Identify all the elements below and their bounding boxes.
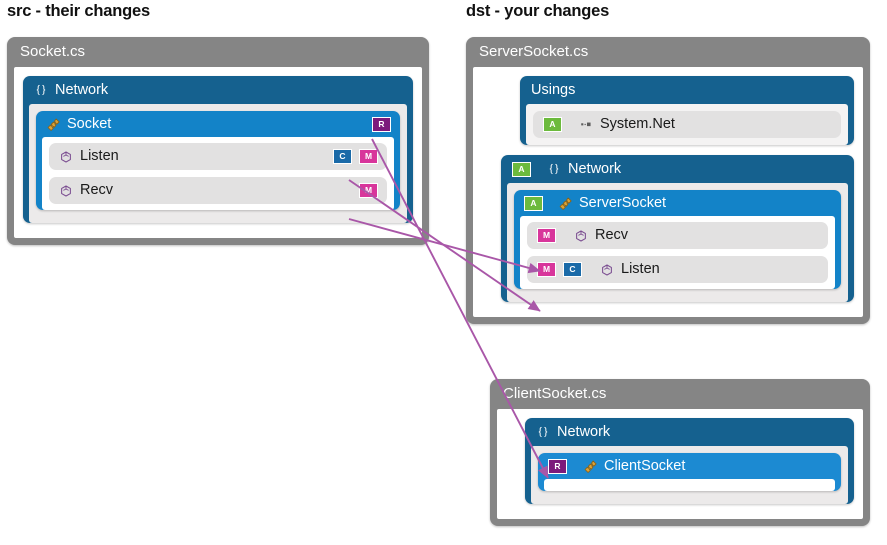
member-row-listen[interactable]: Listen C M (49, 143, 387, 170)
member-name: Recv (595, 227, 629, 243)
badge-changed-content[interactable]: C (563, 262, 582, 277)
file-name-label: ClientSocket.cs (503, 385, 607, 402)
usings-body: A System.Net (526, 104, 848, 145)
file-card-serversocket-cs[interactable]: ServerSocket.cs Usings A (466, 37, 870, 324)
namespace-block-network[interactable]: Network R ClientSocket (525, 418, 854, 504)
namespace-icon (34, 83, 48, 97)
file-body: Network Socket R (14, 67, 422, 238)
namespace-header[interactable]: Network (23, 76, 413, 104)
badge-added[interactable]: A (512, 161, 531, 177)
namespace-body: R ClientSocket (531, 446, 848, 504)
class-header[interactable]: R ClientSocket (538, 453, 841, 479)
badge-modified[interactable]: M (537, 262, 556, 277)
badge-modified[interactable]: M (359, 183, 378, 198)
src-column-title: src - their changes (7, 2, 150, 20)
namespace-icon (536, 425, 550, 439)
file-name-label: ServerSocket.cs (479, 43, 589, 60)
namespace-name: Network (55, 82, 109, 98)
using-name: System.Net (600, 116, 675, 132)
usings-header[interactable]: Usings (520, 76, 854, 104)
namespace-body: A ServerSocket (507, 183, 848, 302)
namespace-name: Network (568, 161, 622, 177)
dst-column-title: dst - your changes (466, 2, 610, 20)
class-icon (46, 117, 61, 132)
badge-renamed[interactable]: R (372, 116, 391, 132)
method-icon (59, 150, 73, 164)
class-name: ClientSocket (604, 458, 686, 474)
file-body: Network R ClientSocket (497, 409, 863, 519)
member-row-recv[interactable]: Recv M (49, 177, 387, 204)
member-name: Recv (80, 182, 114, 198)
class-block-serversocket[interactable]: A ServerSocket (514, 190, 841, 289)
namespace-icon (547, 162, 561, 176)
member-row-recv[interactable]: M Recv (527, 222, 828, 249)
namespace-header[interactable]: A Network (501, 155, 854, 183)
file-body: Usings A System.Net (473, 67, 863, 317)
usings-title: Usings (531, 82, 576, 98)
badge-modified[interactable]: M (537, 228, 556, 243)
class-block-socket[interactable]: Socket R (36, 111, 400, 210)
member-name: Listen (80, 148, 119, 164)
badge-renamed[interactable]: R (548, 458, 567, 474)
file-name-label: Socket.cs (20, 43, 86, 60)
file-card-clientsocket-cs[interactable]: ClientSocket.cs Network R (490, 379, 870, 526)
method-icon (59, 184, 73, 198)
member-row-listen[interactable]: M C Listen (527, 256, 828, 283)
class-body: M Recv (520, 216, 835, 289)
using-row-system-net[interactable]: A System.Net (533, 111, 841, 138)
class-icon (558, 196, 573, 211)
using-icon (580, 118, 593, 131)
namespace-block-network[interactable]: A Network A (501, 155, 854, 302)
class-icon (583, 459, 598, 474)
class-body-empty (544, 479, 835, 491)
badge-added[interactable]: A (543, 117, 562, 132)
class-name: ServerSocket (579, 195, 667, 211)
class-header[interactable]: Socket R (36, 111, 400, 137)
namespace-block-network[interactable]: Network Socket R (23, 76, 413, 223)
namespace-name: Network (557, 424, 611, 440)
badge-changed-content[interactable]: C (333, 149, 352, 164)
file-card-socket-cs[interactable]: Socket.cs Network (7, 37, 429, 245)
class-header[interactable]: A ServerSocket (514, 190, 841, 216)
method-icon (600, 263, 614, 277)
method-icon (574, 229, 588, 243)
badge-added[interactable]: A (524, 195, 543, 211)
usings-block[interactable]: Usings A System.Net (520, 76, 854, 145)
badge-modified[interactable]: M (359, 149, 378, 164)
namespace-header[interactable]: Network (525, 418, 854, 446)
class-name: Socket (67, 116, 112, 132)
namespace-body: Socket R (29, 104, 407, 223)
class-body: Listen C M (42, 137, 394, 210)
member-name: Listen (621, 261, 660, 277)
class-block-clientsocket[interactable]: R ClientSocket (538, 453, 841, 491)
